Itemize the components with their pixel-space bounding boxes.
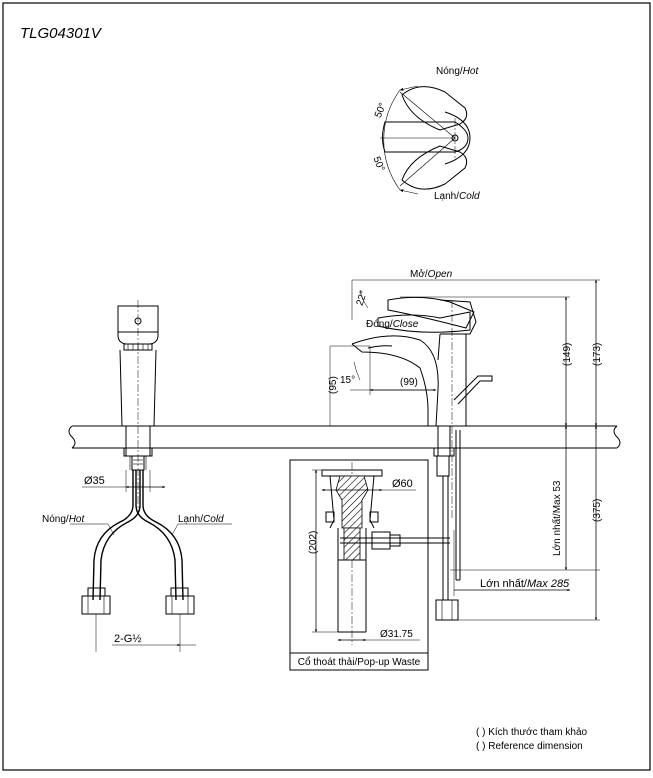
thread-label: 2-G½ — [114, 633, 142, 645]
side-view: 22° 15° (99) (95) (149) (173) Mở/Open Đó… — [328, 268, 603, 621]
front-cold-vn: Lạnh/ — [178, 514, 203, 525]
model-title: TLG04301V — [20, 25, 103, 42]
dim-173: (173) — [592, 343, 603, 366]
notes: ( ) Kích thước tham khảo ( ) Reference d… — [476, 727, 588, 752]
dim-375: (375) — [592, 499, 603, 522]
max-53: Lớn nhất/Max 53 — [551, 480, 563, 556]
dim-149: (149) — [562, 343, 573, 366]
dim-reach: (99) — [400, 377, 418, 388]
max-285-en: Max 285 — [527, 578, 570, 590]
top-cold-vn: Lạnh/ — [434, 191, 459, 202]
svg-text:Lạnh/Cold: Lạnh/Cold — [434, 191, 480, 202]
close-vn: Đóng/ — [366, 319, 393, 330]
open-vn: Mở/ — [410, 268, 428, 280]
top-angle-cold: 50° — [371, 155, 387, 173]
angle-spout: 15° — [340, 375, 355, 386]
svg-text:Mở/Open: Mở/Open — [410, 268, 453, 280]
top-cold-en: Cold — [459, 191, 480, 202]
note-vn: ( ) Kích thước tham khảo — [476, 727, 588, 738]
svg-text:Nóng/Hot: Nóng/Hot — [42, 514, 85, 525]
waste-caption: Cổ thoát thải/Pop-up Waste — [298, 656, 421, 668]
dim-spout-height: (95) — [328, 376, 339, 394]
max-285-vn: Lớn nhất/ — [480, 578, 528, 590]
open-en: Open — [428, 269, 453, 280]
top-hot-vn: Nóng/ — [436, 66, 463, 77]
front-hot-en: Hot — [69, 514, 86, 525]
popup-waste: Cổ thoát thải/Pop-up Waste Ø60 (202) — [289, 459, 450, 671]
dim-31: Ø31.75 — [380, 629, 413, 640]
svg-text:Lớn nhất/Max 285: Lớn nhất/Max 285 — [480, 578, 570, 590]
svg-text:Nóng/Hot: Nóng/Hot — [436, 66, 479, 77]
countertop — [68, 425, 621, 449]
front-cold-en: Cold — [203, 514, 224, 525]
top-angle-hot: 50° — [373, 101, 389, 119]
front-hot-vn: Nóng/ — [42, 514, 69, 525]
top-hot-en: Hot — [463, 66, 480, 77]
dim-35: Ø35 — [84, 475, 105, 487]
dim-60: Ø60 — [392, 478, 413, 490]
top-view: Nóng/Hot Lạnh/Cold 50° 50° — [371, 66, 481, 202]
close-en: Close — [393, 319, 419, 330]
svg-text:Lạnh/Cold: Lạnh/Cold — [178, 514, 224, 525]
svg-text:Đóng/Close: Đóng/Close — [366, 319, 419, 330]
front-view: Ø35 Nóng/Hot Lạnh/Cold 2-G½ — [42, 300, 232, 652]
dim-202: (202) — [308, 531, 319, 554]
note-en: ( ) Reference dimension — [476, 741, 583, 752]
angle-open: 22° — [355, 289, 370, 307]
